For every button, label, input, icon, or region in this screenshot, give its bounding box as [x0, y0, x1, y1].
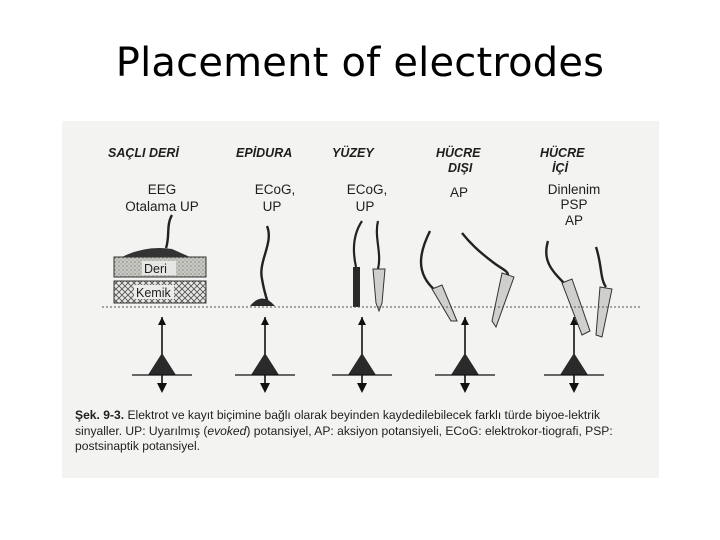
scalp-layers: Deri Kemik — [113, 214, 207, 304]
caption-text-1: Elektrot ve kayıt biçimine bağlı olarak … — [75, 408, 600, 438]
intracellular-electrodes — [545, 240, 613, 338]
label-psp: PSP — [560, 197, 587, 212]
slide-title: Placement of electrodes — [115, 40, 605, 86]
label-otalama-up: Otalama UP — [125, 199, 199, 214]
label-ecog-epidural: ECoG, — [255, 182, 296, 197]
header-sacli-deri: SAÇLI DERİ — [108, 145, 180, 160]
neuron-4 — [435, 317, 495, 393]
extracellular-electrodes — [419, 230, 515, 329]
header-hucre-disi-1: HÜCRE — [436, 145, 481, 160]
electrode-diagram: SAÇLI DERİ EPİDURA YÜZEY HÜCRE DIŞI HÜCR… — [102, 145, 642, 393]
header-hucre-ici-2: İÇİ — [552, 160, 570, 175]
neuron-1 — [132, 317, 192, 393]
header-hucre-ici-1: HÜCRE — [540, 145, 585, 160]
label-eeg: EEG — [148, 182, 177, 197]
caption-text-2: ) potansiyel, AP: aksiyon potansiyeli, E… — [75, 423, 613, 454]
bone-label: Kemik — [136, 286, 171, 300]
surface-electrodes — [352, 220, 386, 313]
label-ap-extracellular: AP — [450, 185, 468, 200]
caption-ref: Şek. 9-3. — [75, 408, 125, 422]
header-epidura: EPİDURA — [236, 145, 292, 160]
neuron-5 — [544, 317, 604, 393]
caption-italic: evoked — [207, 423, 247, 438]
neuron-3 — [332, 317, 392, 393]
skin-label: Deri — [144, 262, 167, 276]
label-up-epidural: UP — [263, 199, 282, 214]
header-hucre-disi-2: DIŞI — [448, 161, 473, 175]
label-up-surface: UP — [356, 199, 375, 214]
label-dinlenim: Dinlenim — [548, 182, 601, 197]
label-ap-intracellular: AP — [565, 213, 583, 228]
neuron-2 — [235, 317, 295, 393]
label-ecog-surface: ECoG, — [347, 182, 388, 197]
epidural-electrode — [250, 225, 275, 306]
figure-caption: Şek. 9-3. Elektrot ve kayıt biçimine bağ… — [75, 408, 650, 455]
electrode-placement-figure: SAÇLI DERİ EPİDURA YÜZEY HÜCRE DIŞI HÜCR… — [62, 121, 659, 478]
header-yuzey: YÜZEY — [332, 145, 375, 160]
scalp-electrode — [122, 248, 190, 257]
